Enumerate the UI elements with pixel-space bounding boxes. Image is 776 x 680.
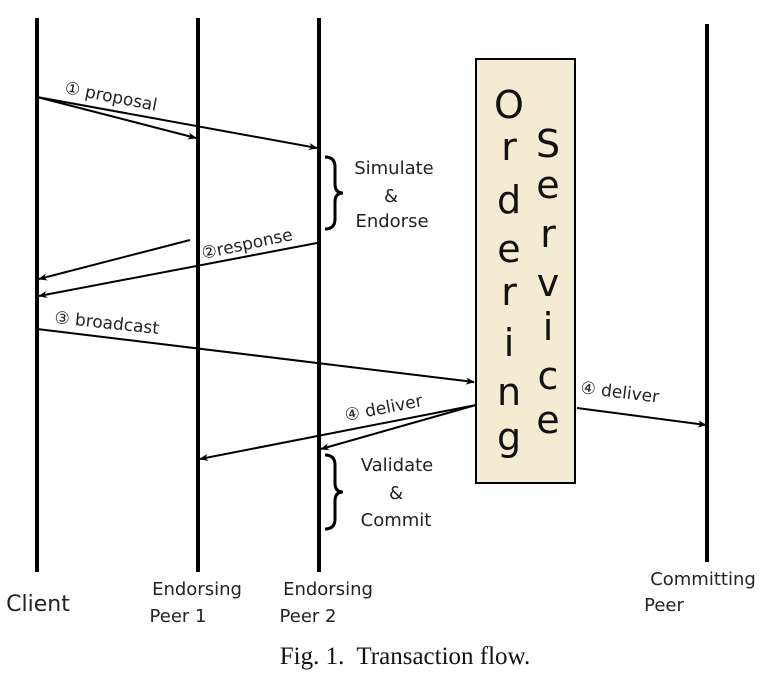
ordering-letter: e — [497, 227, 520, 271]
committing-peer-label-2: Peer — [644, 595, 684, 616]
endorse-label: Endorse — [355, 211, 428, 232]
service-word: S e r v i c e — [536, 122, 560, 442]
response-arrow-from-peer1 — [38, 239, 191, 281]
validate-brace — [324, 453, 344, 531]
ordering-letter: d — [497, 178, 521, 222]
deliver-left-label: ④ deliver — [343, 391, 424, 426]
commit-label: Commit — [361, 510, 432, 531]
ordering-word: O r d e r i n g — [494, 83, 524, 459]
service-letter: i — [543, 305, 554, 349]
deliver-arrow-to-peer1 — [199, 404, 477, 461]
ordering-letter: i — [504, 321, 515, 365]
simulate-label: Simulate — [354, 158, 434, 179]
response-label: ②response — [200, 225, 295, 264]
endorsing-peer-1-label: Endorsing — [152, 579, 242, 600]
broadcast-arrow — [36, 328, 475, 385]
endorsing-peer-1-label-2: Peer 1 — [150, 606, 207, 627]
service-letter: e — [536, 163, 559, 207]
validate-label: Validate — [361, 455, 434, 476]
client-label: Client — [6, 592, 70, 617]
deliver-arrow-to-peer2 — [320, 404, 477, 451]
service-letter: c — [538, 354, 559, 398]
validate-ampersand: & — [389, 483, 403, 504]
figure-caption: Fig. 1. Transaction flow. — [280, 643, 530, 670]
proposal-arrow-to-peer1 — [36, 96, 197, 140]
broadcast-label: ③ broadcast — [53, 308, 160, 339]
endorsing-peer-2-label: Endorsing — [283, 579, 373, 600]
ordering-service-box — [475, 58, 576, 484]
service-letter: e — [536, 398, 559, 442]
service-letter: v — [537, 261, 560, 305]
ordering-letter: g — [497, 415, 521, 459]
deliver-right-label: ④ deliver — [579, 378, 660, 407]
proposal-arrow-to-peer2 — [36, 96, 318, 151]
ordering-letter: r — [501, 125, 517, 169]
deliver-arrow-to-committing-peer — [576, 407, 707, 428]
service-letter: r — [540, 212, 556, 256]
ordering-letter: r — [501, 270, 517, 314]
ordering-letter: n — [497, 370, 521, 414]
simulate-brace — [324, 155, 344, 231]
service-letter: S — [536, 122, 560, 166]
committing-peer-label: Committing — [650, 569, 756, 590]
ordering-letter: O — [494, 83, 524, 127]
simulate-ampersand: & — [384, 186, 398, 207]
response-arrow-from-peer2 — [38, 242, 318, 299]
endorsing-peer-2-label-2: Peer 2 — [280, 606, 337, 627]
